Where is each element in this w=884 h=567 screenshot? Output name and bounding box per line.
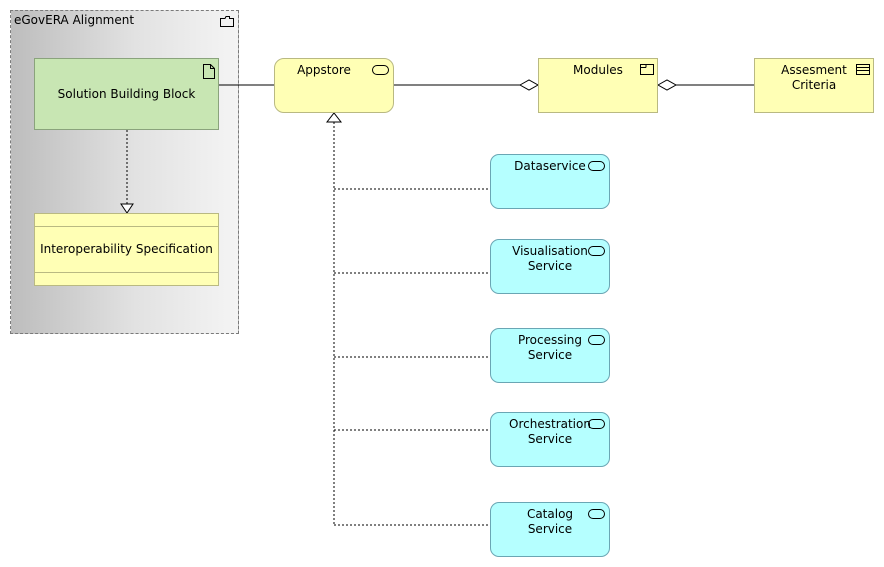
- dataservice-service[interactable]: Dataservice: [490, 154, 610, 209]
- specialization-arrow-icon: [325, 112, 343, 123]
- catalog-label: Catalog Service: [526, 507, 574, 536]
- visualisation-label: Visualisation Service: [512, 244, 588, 273]
- service-pill-icon: [372, 65, 389, 75]
- processing-label: Processing Service: [517, 333, 583, 362]
- solution-building-block[interactable]: Solution Building Block: [34, 58, 219, 130]
- service-pill-icon: [588, 335, 605, 345]
- spec-label: Interoperability Specification: [40, 242, 213, 256]
- document-icon: [203, 64, 215, 79]
- table-icon: [856, 64, 870, 75]
- sbb-label: Solution Building Block: [57, 86, 196, 101]
- service-pill-icon: [588, 419, 605, 429]
- folder-icon: [220, 16, 234, 27]
- realization-arrow-icon: [120, 203, 134, 214]
- criteria-label: Assesment Criteria: [781, 63, 847, 92]
- interoperability-specification[interactable]: Interoperability Specification: [34, 213, 219, 286]
- appstore-label: Appstore: [297, 63, 351, 77]
- aggregation-diamond-icon: [518, 79, 540, 91]
- service-pill-icon: [588, 246, 605, 256]
- processing-service[interactable]: Processing Service: [490, 328, 610, 383]
- aggregation-diamond-icon: [656, 79, 678, 91]
- component-box-icon: [640, 64, 654, 75]
- dataservice-label: Dataservice: [514, 159, 586, 173]
- modules-label: Modules: [573, 63, 623, 77]
- orchestration-service[interactable]: Orchestration Service: [490, 412, 610, 467]
- modules-component[interactable]: Modules: [538, 58, 658, 113]
- group-title: eGovERA Alignment: [14, 13, 135, 27]
- assesment-criteria[interactable]: Assesment Criteria: [754, 58, 874, 113]
- service-pill-icon: [588, 509, 605, 519]
- service-pill-icon: [588, 161, 605, 171]
- visualisation-service[interactable]: Visualisation Service: [490, 239, 610, 294]
- orchestration-label: Orchestration Service: [509, 417, 591, 446]
- appstore-service[interactable]: Appstore: [274, 58, 394, 113]
- catalog-service[interactable]: Catalog Service: [490, 502, 610, 557]
